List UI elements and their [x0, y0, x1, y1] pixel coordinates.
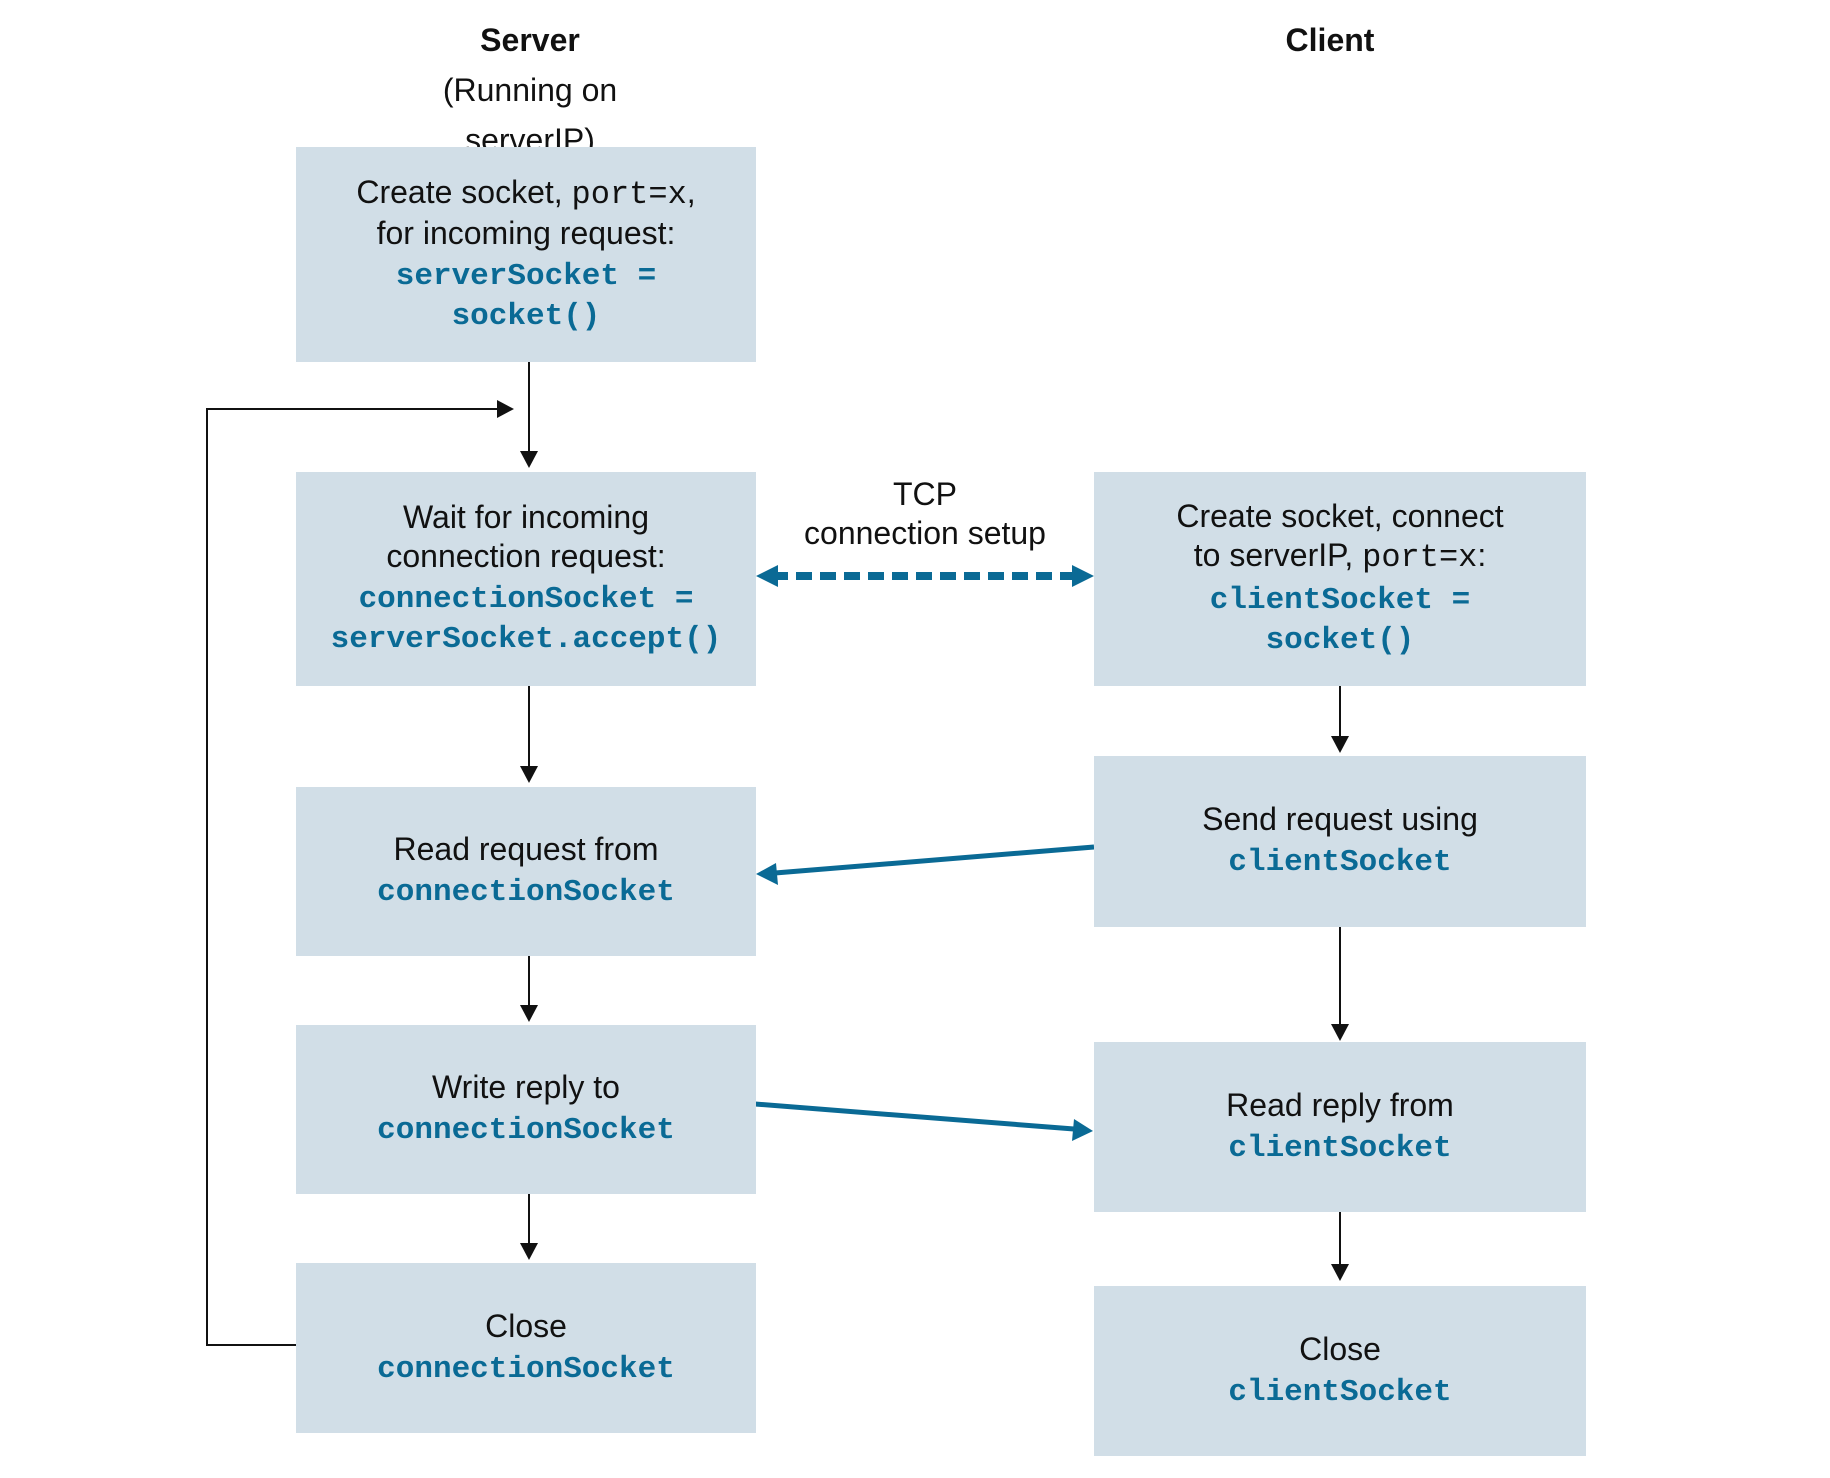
client-send-box: Send request using clientSocket	[1094, 756, 1586, 927]
server-read-code1: connectionSocket	[377, 875, 675, 910]
reply-arrowhead	[1072, 1119, 1093, 1141]
client-create-code2: socket()	[1265, 623, 1415, 658]
client-send-line1: Send request using	[1202, 801, 1478, 837]
server-arrowhead-4	[520, 1243, 538, 1260]
server-create-code2: socket()	[451, 298, 601, 334]
server-read-box: Read request from connectionSocket	[296, 787, 756, 956]
server-close-code1: connectionSocket	[377, 1351, 675, 1387]
server-arrowhead-1	[520, 451, 538, 468]
client-close-code1: clientSocket	[1228, 1374, 1452, 1410]
server-arrowhead-3	[520, 1005, 538, 1022]
request-arrow-line	[774, 844, 1095, 876]
server-wait-line2: connection request:	[386, 538, 666, 574]
client-read-box: Read reply from clientSocket	[1094, 1042, 1586, 1212]
client-close-line1: Close	[1299, 1330, 1381, 1367]
client-header: Client	[1180, 15, 1480, 65]
server-title: Server	[480, 22, 580, 58]
server-loop-back-line	[206, 408, 505, 1346]
server-wait-code: connectionSocket = serverSocket.accept()	[331, 580, 722, 660]
server-close-box: Close connectionSocket	[296, 1263, 756, 1433]
server-create-code: serverSocket = socket()	[396, 257, 656, 337]
client-create-socket-box: Create socket, connect to serverIP, port…	[1094, 472, 1586, 686]
server-create-line1: Create socket, port=x,	[356, 173, 696, 213]
tcp-label-line1: TCP	[893, 476, 957, 512]
client-arrowhead-3	[1331, 1264, 1349, 1281]
server-write-box: Write reply to connectionSocket	[296, 1025, 756, 1194]
server-wait-box: Wait for incoming connection request: co…	[296, 472, 756, 686]
server-arrowhead-2	[520, 766, 538, 783]
client-arrowhead-2	[1331, 1024, 1349, 1041]
client-create-line2: to serverIP, port=x:	[1193, 537, 1487, 576]
tcp-label-line2: connection setup	[804, 515, 1046, 551]
server-read-line1: Read request from	[393, 831, 659, 867]
client-close-box: Close clientSocket	[1094, 1286, 1586, 1456]
server-loop-arrowhead	[497, 400, 514, 418]
tcp-setup-arrowhead-right	[1072, 565, 1094, 587]
server-close-line1: Close	[485, 1307, 567, 1344]
client-send-code1: clientSocket	[1228, 845, 1452, 880]
server-write-line1: Write reply to	[432, 1069, 620, 1105]
client-read-line1: Read reply from	[1226, 1086, 1454, 1123]
server-wait-line1: Wait for incoming	[403, 499, 649, 535]
server-wait-code2: serverSocket.accept()	[330, 622, 722, 657]
request-arrowhead	[756, 863, 778, 885]
tcp-setup-arrowhead-left	[756, 565, 778, 587]
server-create-line2: for incoming request:	[376, 214, 676, 251]
server-create-socket-box: Create socket, port=x, for incoming requ…	[296, 147, 756, 362]
client-title: Client	[1285, 22, 1375, 58]
tcp-setup-label: TCP connection setup	[780, 475, 1070, 553]
server-wait-code1: connectionSocket =	[358, 582, 694, 617]
server-write-code1: connectionSocket	[377, 1113, 675, 1148]
server-header: Server (Running on serverIP)	[380, 15, 680, 165]
client-arrowhead-1	[1331, 736, 1349, 753]
server-create-code1: serverSocket =	[395, 258, 657, 294]
client-create-code: clientSocket = socket()	[1210, 581, 1470, 661]
reply-arrow-line	[754, 1101, 1075, 1132]
client-read-code1: clientSocket	[1228, 1130, 1452, 1166]
client-create-line1: Create socket, connect	[1176, 498, 1504, 534]
client-create-code1: clientSocket =	[1209, 583, 1471, 618]
